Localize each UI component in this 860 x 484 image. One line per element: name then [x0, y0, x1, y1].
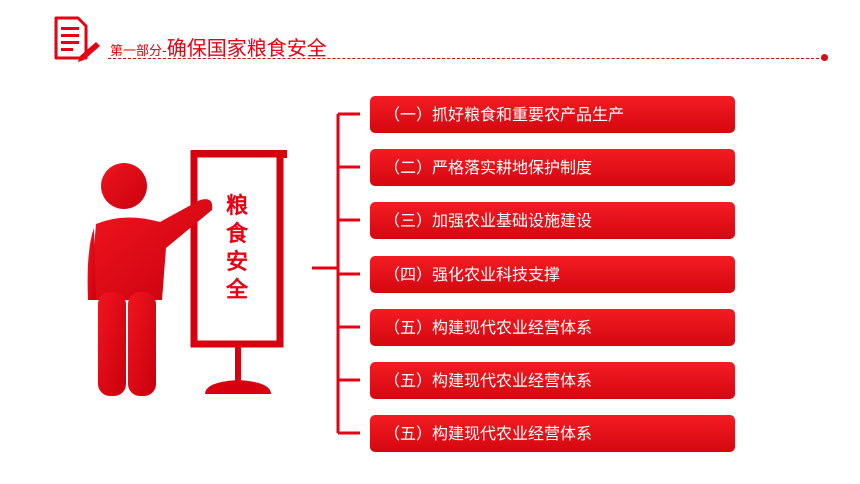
list-item: （五）构建现代农业经营体系 — [370, 415, 735, 452]
list-item: （一）抓好粮食和重要农产品生产 — [370, 96, 735, 133]
page-title-prefix: 第一部分- — [110, 44, 167, 59]
document-pen-icon — [54, 16, 100, 62]
person-figure — [87, 163, 213, 396]
list-item: （五）构建现代农业经营体系 — [370, 362, 735, 399]
sign-stand — [190, 150, 287, 394]
page-title-main: 确保国家粮食安全 — [166, 36, 327, 60]
sign-char: 粮 — [225, 194, 248, 219]
list-item: （二）严格落实耕地保护制度 — [370, 149, 735, 186]
list-item: （四）强化农业科技支撑 — [370, 256, 735, 293]
sign-char: 安 — [225, 250, 248, 275]
bracket-connector — [312, 112, 360, 435]
sign-char: 全 — [225, 278, 248, 303]
sign-text: 粮 食 安 全 — [219, 193, 255, 305]
list-item: （五）构建现代农业经营体系 — [370, 309, 735, 346]
sign-char: 食 — [225, 222, 248, 247]
header-divider — [108, 58, 824, 59]
list-item: （三）加强农业基础设施建设 — [370, 202, 735, 239]
header-divider-dot — [821, 54, 828, 61]
page-title: 第一部分-确保国家粮食安全 — [110, 32, 327, 61]
